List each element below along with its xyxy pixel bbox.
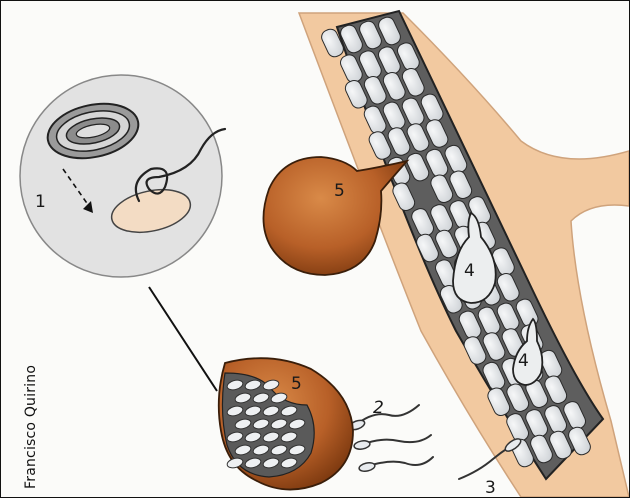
label-4-lower: 4 (518, 351, 529, 371)
artist-credit: Francisco Quirino (23, 365, 39, 489)
label-2: 2 (373, 398, 384, 418)
inset-connector-line (149, 287, 217, 391)
label-1: 1 (35, 192, 46, 212)
label-3: 3 (485, 478, 496, 497)
label-5-upper: 5 (334, 181, 345, 201)
label-4-upper: 4 (464, 261, 475, 281)
label-5-lower: 5 (291, 374, 302, 394)
